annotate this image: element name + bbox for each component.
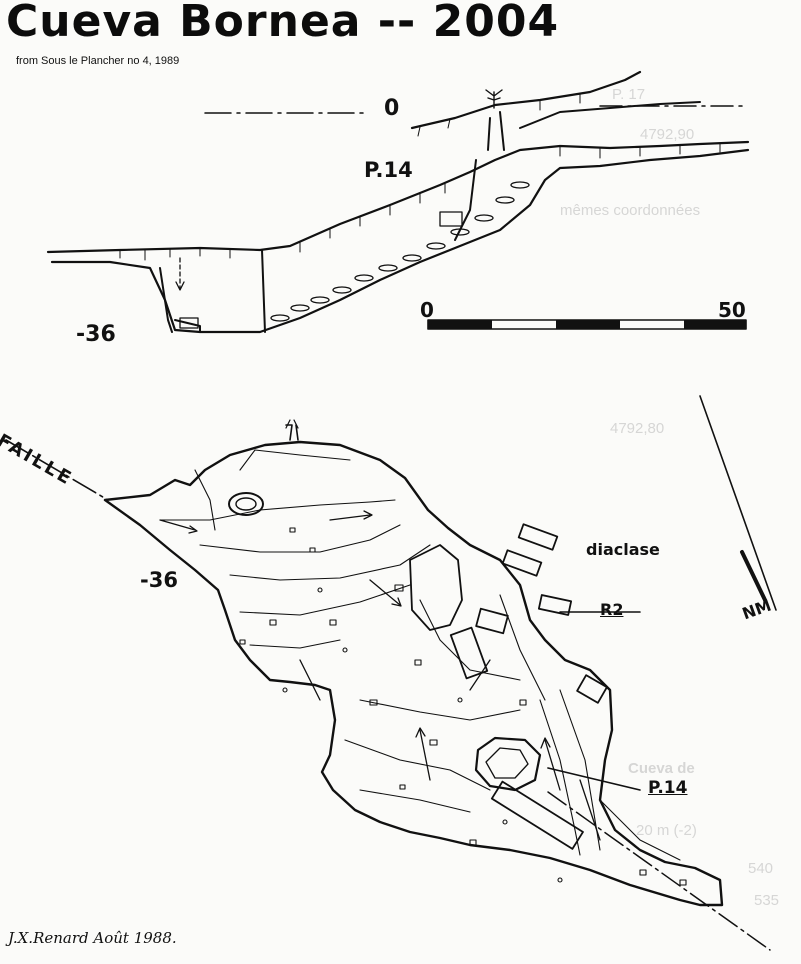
surface-line-right bbox=[519, 101, 701, 129]
rise-marker bbox=[228, 492, 264, 516]
rock-pillar bbox=[409, 544, 463, 631]
roof-hachures bbox=[119, 92, 721, 261]
plan-depth-label: -36 bbox=[140, 568, 178, 592]
diaclase-label: diaclase bbox=[586, 540, 660, 559]
surface-line bbox=[410, 70, 642, 130]
plan-shaft-label: P.14 bbox=[648, 778, 688, 798]
vegetation-icon bbox=[485, 89, 503, 109]
shaft-p14-outline bbox=[474, 736, 542, 792]
source-note: from Sous le Plancher no 4, 1989 bbox=[16, 55, 180, 67]
terminal-pit bbox=[159, 249, 266, 333]
profile-shaft-label: P.14 bbox=[364, 158, 413, 182]
ghost-text: 4792,80 bbox=[610, 420, 665, 437]
rubble-blocks bbox=[179, 181, 530, 329]
ghost-text: 20 m (-2) bbox=[636, 822, 697, 839]
author-signature: J.X.Renard Août 1988. bbox=[8, 929, 177, 947]
contour-lines bbox=[159, 449, 681, 861]
survey-axis bbox=[547, 791, 771, 951]
scattered-stones bbox=[239, 527, 687, 886]
entrance-shaft bbox=[454, 111, 505, 241]
p14-pointer bbox=[547, 767, 641, 791]
north-line bbox=[699, 395, 777, 611]
scale-end-label: 50 bbox=[718, 298, 746, 322]
scale-start-label: 0 bbox=[420, 298, 434, 322]
profile-section bbox=[46, 70, 750, 334]
slope-arrows bbox=[159, 510, 601, 841]
page-title: Cueva Bornea -- 2004 bbox=[6, 0, 560, 47]
ghost-text: mêmes coordonnées bbox=[560, 202, 701, 219]
scale-bar bbox=[427, 319, 747, 330]
ghost-text: 540 bbox=[748, 860, 774, 877]
datum-label: 0 bbox=[384, 96, 400, 121]
r2-label: R2 bbox=[600, 600, 624, 619]
diaclase-blocks bbox=[449, 523, 608, 850]
entrance-stem bbox=[285, 424, 299, 441]
ghost-text: 4792,90 bbox=[640, 126, 695, 143]
profile-depth-label: -36 bbox=[76, 322, 116, 347]
cave-outline bbox=[103, 440, 724, 907]
ghost-text: P. 17 bbox=[612, 86, 646, 103]
ghost-text: 535 bbox=[754, 892, 780, 909]
ghost-text: Cueva de bbox=[628, 760, 695, 777]
fault-line bbox=[5, 439, 109, 501]
plan-view bbox=[5, 395, 777, 951]
